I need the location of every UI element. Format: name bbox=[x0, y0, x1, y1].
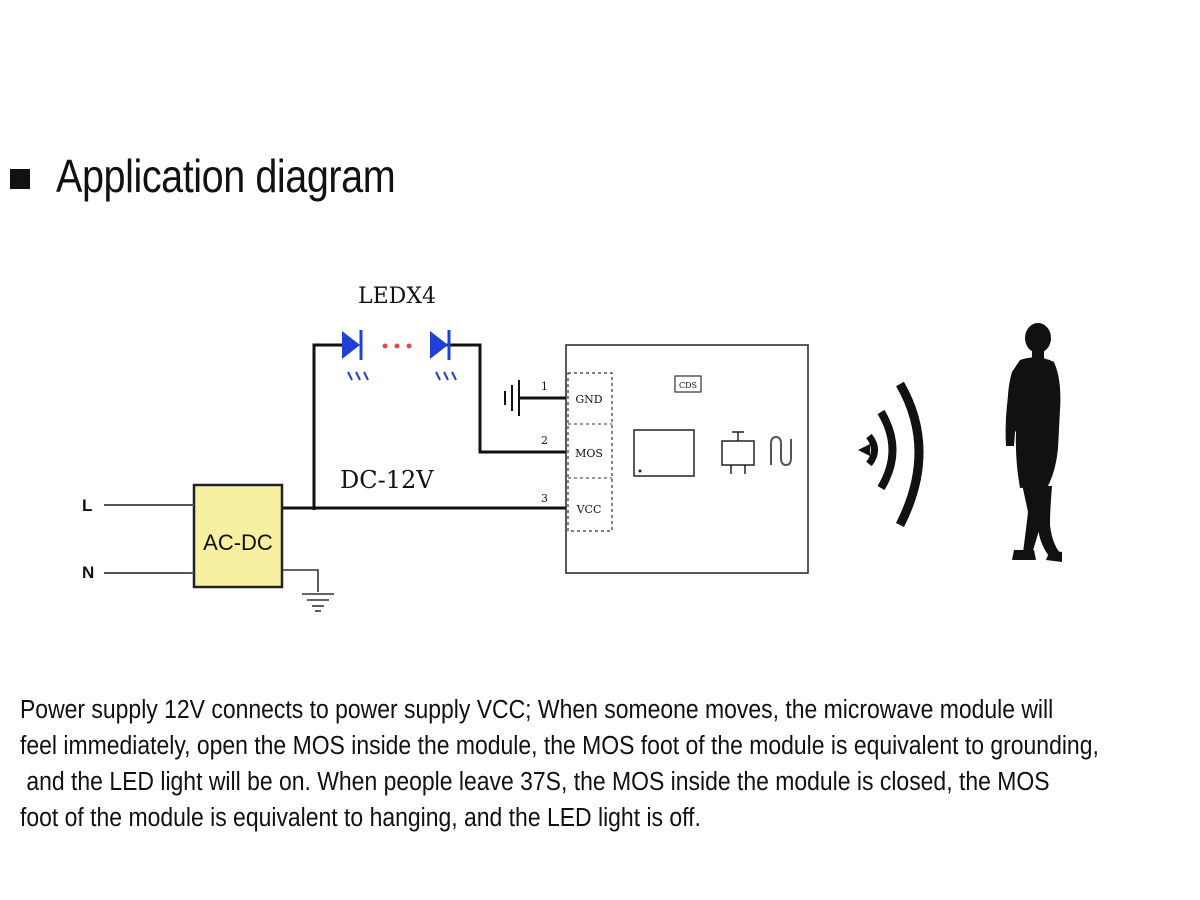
cds-box bbox=[674, 375, 702, 393]
application-diagram: LEDX4 DC-12V 1 2 3 bbox=[82, 284, 1062, 612]
description-line: Power supply 12V connects to power suppl… bbox=[20, 696, 1054, 724]
microwave-module: GND MOS VCC CDS bbox=[565, 344, 809, 574]
ac-dc-converter bbox=[192, 483, 284, 589]
walking-person-icon bbox=[1005, 323, 1062, 562]
sensor-component-icon bbox=[721, 431, 755, 474]
description-line: and the LED light will be on. When peopl… bbox=[20, 768, 1050, 796]
led-wiring bbox=[312, 343, 568, 510]
heading-title: Application diagram bbox=[56, 150, 396, 202]
description-line: feel immediately, open the MOS inside th… bbox=[20, 732, 1099, 760]
neutral-label: N bbox=[82, 563, 94, 582]
led-diode-icon bbox=[430, 330, 457, 381]
ground-symbol-icon bbox=[282, 569, 334, 612]
converter-label: AC-DC bbox=[203, 530, 273, 555]
pin-label-mos: MOS bbox=[575, 447, 603, 460]
chip-rect bbox=[633, 429, 695, 477]
led-diode-icon bbox=[342, 330, 369, 381]
module-ground-icon bbox=[504, 380, 568, 416]
pin-number: 2 bbox=[541, 434, 548, 447]
description: Power supply 12V connects to power suppl… bbox=[20, 692, 1099, 836]
pin-label-gnd: GND bbox=[575, 393, 602, 406]
led-label: LEDX4 bbox=[358, 284, 436, 309]
description-line: foot of the module is equivalent to hang… bbox=[20, 804, 701, 832]
wireless-signal-icon bbox=[858, 381, 924, 528]
voltage-label: DC-12V bbox=[340, 466, 434, 494]
led-series-dots bbox=[382, 343, 412, 349]
pin-number: 1 bbox=[541, 380, 548, 393]
heading: Application diagram bbox=[10, 146, 451, 206]
antenna-trace-icon bbox=[770, 435, 792, 467]
heading-bullet-icon bbox=[10, 169, 30, 189]
pin-number: 3 bbox=[541, 492, 548, 505]
chip-label: CDS bbox=[679, 381, 697, 390]
pin-label-vcc: VCC bbox=[576, 503, 602, 516]
line-label: L bbox=[82, 496, 92, 515]
